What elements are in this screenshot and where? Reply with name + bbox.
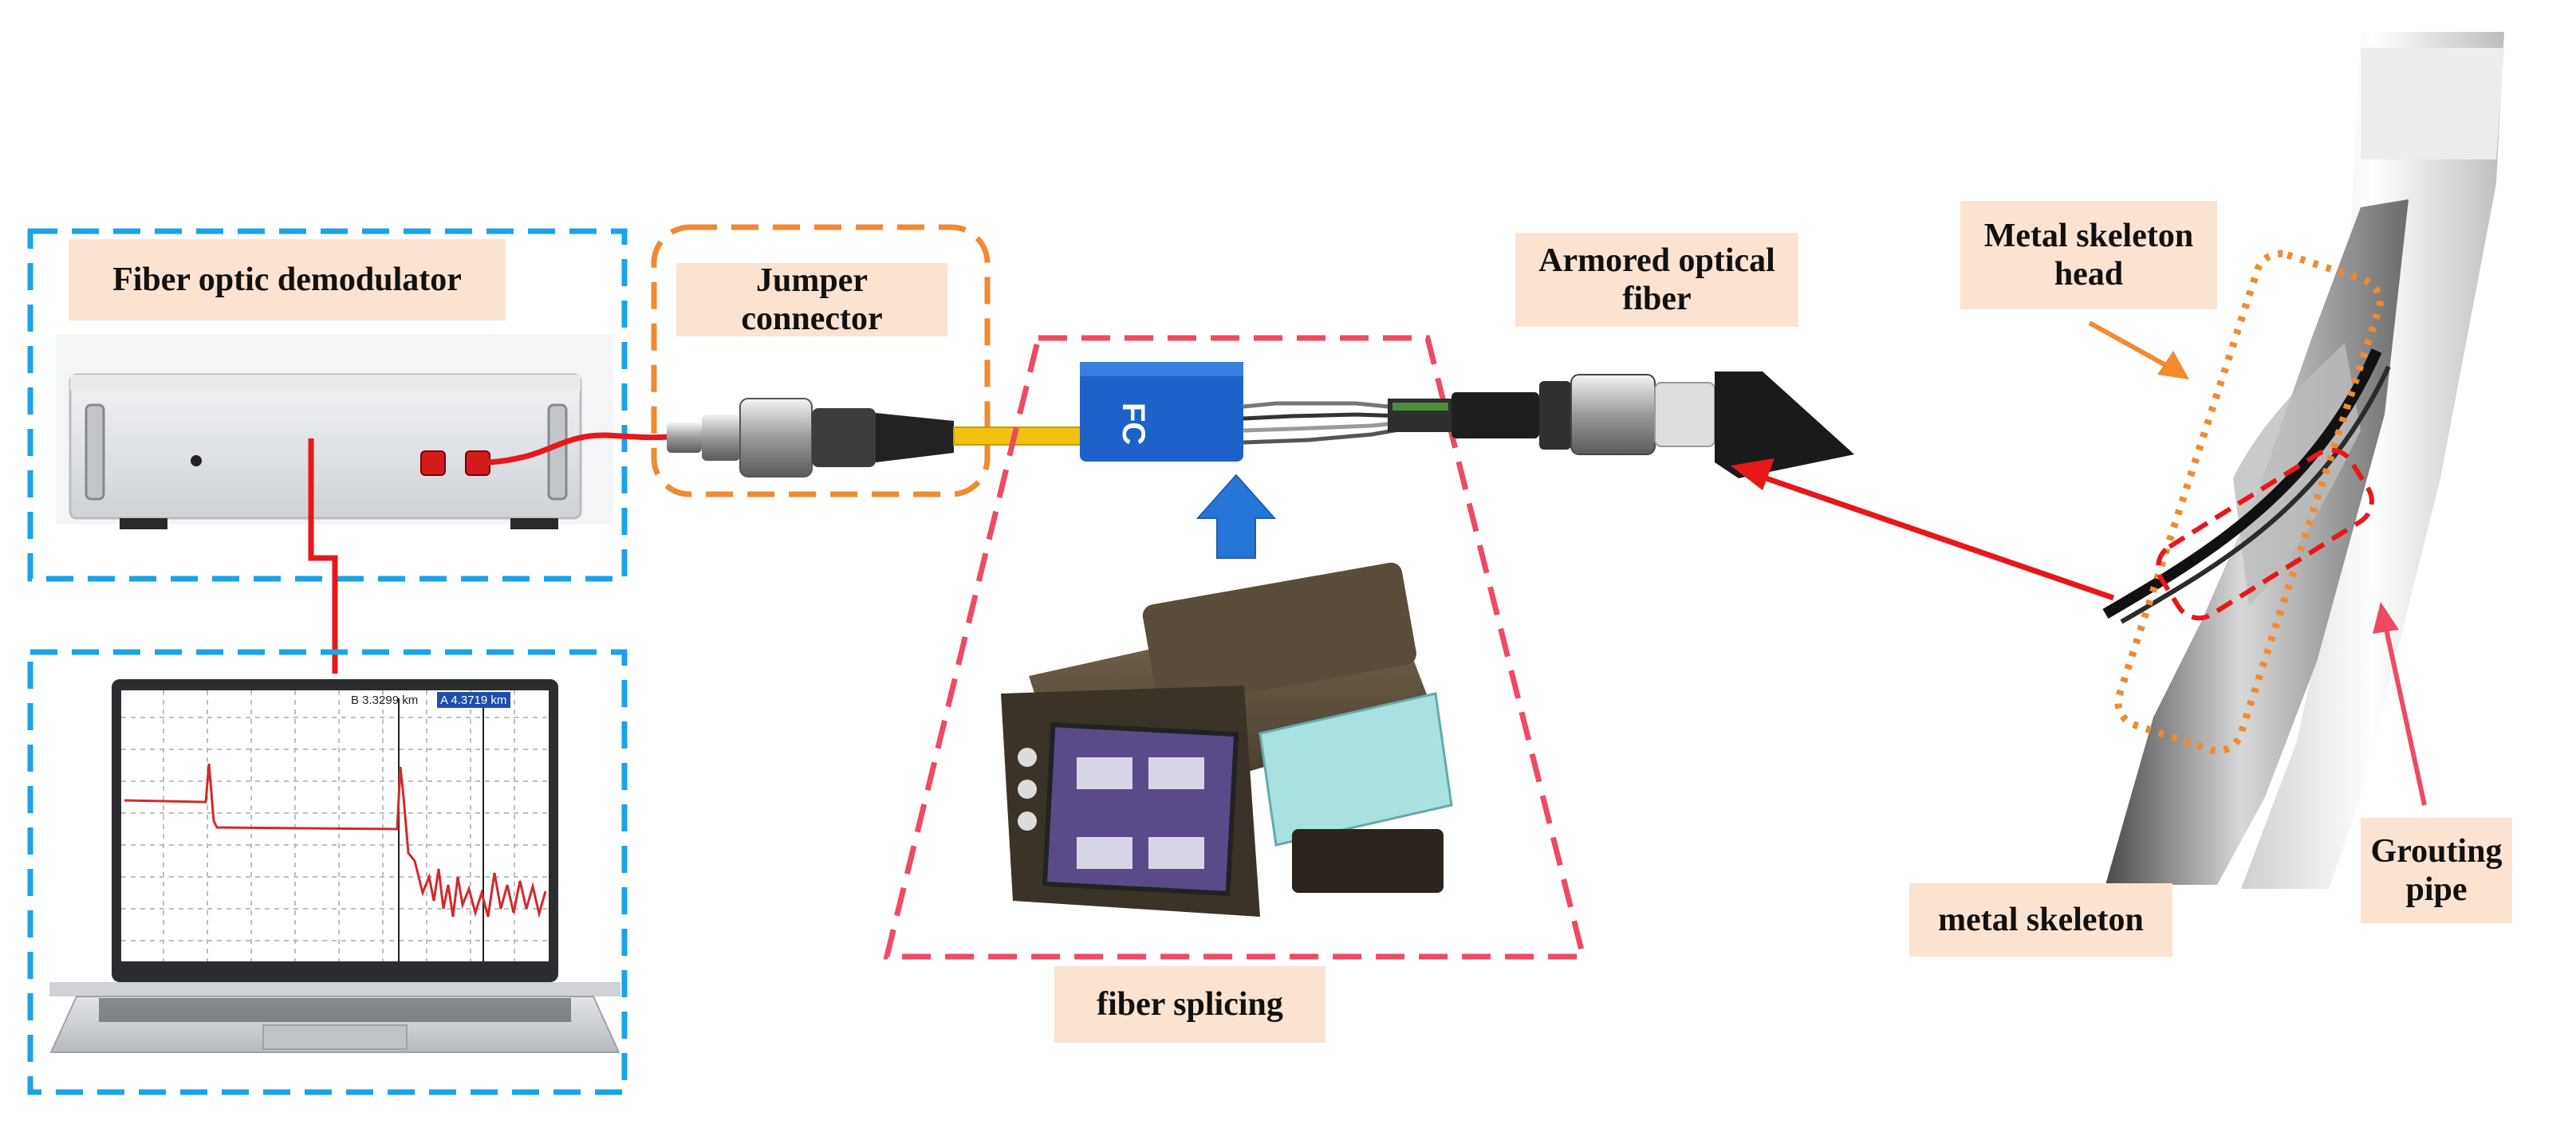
laptop: [49, 679, 620, 1053]
skeleton-head-label: Metal skeleton head: [1960, 201, 2217, 309]
fiber-strands: [1243, 401, 1404, 445]
otdr-trace: [124, 763, 547, 918]
otdr-marker-a-badge: [437, 692, 510, 708]
jumper-connector-label: Jumper connector: [676, 262, 947, 337]
armored-fiber-cable: [1388, 371, 1854, 478]
demodulator-label: Fiber optic demodulator: [69, 239, 506, 320]
fusion-splicer: [1001, 562, 1453, 917]
demodulator-device: [56, 335, 612, 529]
fc-splice-enclosure: [1080, 362, 1243, 462]
skeleton-head-pointer-arrow: [2088, 320, 2189, 379]
grouting-pipe-pointer-arrow: [2373, 602, 2427, 806]
jumper-dashed-box: [651, 224, 991, 497]
splice-indicator-arrow: [1195, 474, 1277, 559]
demodulator-jumper-cable: [487, 432, 669, 466]
fiber-origin-arrow: [1731, 458, 2115, 601]
fiber-exit-dashed-box: [2156, 447, 2374, 621]
fiber-splicing-label: fiber splicing: [1054, 966, 1325, 1043]
fc-brand-label: FC: [1116, 403, 1151, 445]
demodulator-laptop-cable: [308, 438, 338, 674]
skeleton-head-dotted-box: [2114, 250, 2384, 755]
grouting-pipe-label: Grouting pipe: [2361, 818, 2512, 923]
otdr-marker-a-label: A 4.3719 km: [440, 694, 506, 707]
splicing-dashed-box: [883, 335, 1587, 960]
metal-skeleton-label: metal skeleton: [1909, 883, 2172, 957]
demodulator-dashed-box: [27, 228, 628, 582]
jumper-connector: [667, 398, 1082, 478]
laptop-dashed-box: [27, 649, 628, 1095]
otdr-grid: [121, 690, 549, 961]
otdr-marker-b-label: B 3.3299 km: [351, 694, 418, 707]
armored-fiber-label: Armored optical fiber: [1515, 233, 1798, 327]
sensor-photo: [2102, 32, 2504, 889]
